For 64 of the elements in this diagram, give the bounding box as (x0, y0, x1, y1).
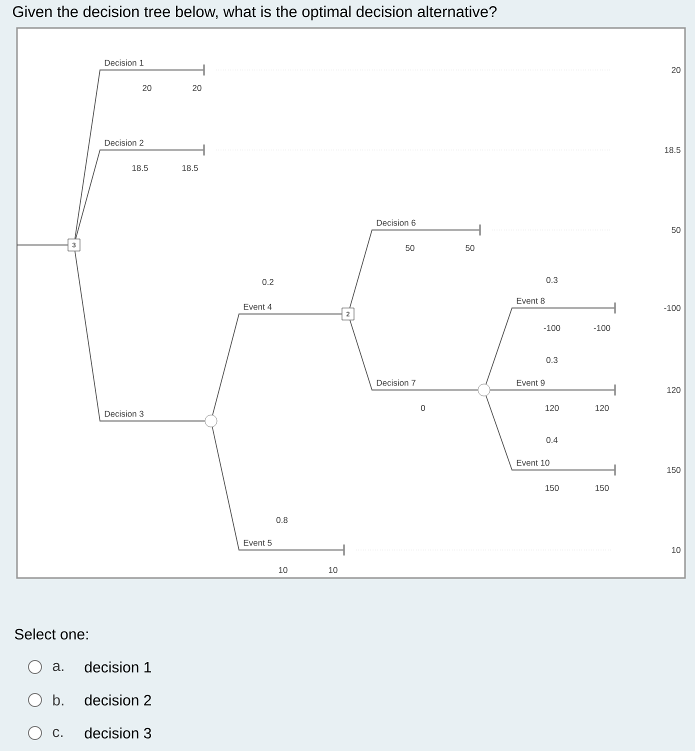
option-text: decision 3 (84, 728, 152, 738)
edge-label: Event 9 (516, 380, 545, 386)
payoff-value: 50 (672, 227, 680, 233)
edge-label: Decision 7 (376, 380, 416, 386)
terminal-marker (614, 464, 616, 476)
branch-line (486, 308, 615, 385)
terminal-marker (479, 224, 481, 236)
edge-label: Decision 2 (104, 140, 144, 146)
option-text: decision 2 (84, 694, 151, 706)
payoff-value: 20 (672, 67, 680, 73)
value-label: 0.2 (262, 279, 274, 285)
branch-line (75, 150, 204, 240)
value-label: 50 (466, 245, 474, 251)
terminal-marker (203, 64, 205, 76)
branch-line (16, 244, 68, 246)
value-label: 0 (420, 405, 426, 411)
option-letter: c. (52, 728, 62, 738)
payoff-value: 10 (672, 547, 680, 553)
edge-label: Event 4 (244, 304, 272, 310)
value-label: -100 (594, 325, 610, 331)
edge-label: Event 8 (516, 298, 545, 304)
value-label: 18.5 (132, 165, 148, 171)
option-letter: b. (53, 694, 64, 706)
value-label: 120 (596, 405, 609, 411)
branch-line (486, 395, 615, 470)
edge-label: Event 5 (244, 540, 272, 546)
value-label: -100 (544, 325, 560, 331)
branch-line (349, 230, 480, 308)
option-letter: a. (52, 662, 64, 672)
branch-line (212, 426, 344, 550)
value-label: 10 (328, 567, 338, 573)
value-label: 150 (546, 485, 559, 491)
edge-label: Decision 1 (104, 60, 144, 66)
terminal-marker (614, 384, 616, 396)
payoff-value: 120 (667, 387, 680, 393)
value-label: 0.3 (546, 357, 558, 363)
value-label: 0.3 (546, 277, 558, 283)
chance-node (478, 384, 490, 396)
value-label: 18.5 (182, 165, 198, 171)
branch-line (74, 250, 206, 422)
branch-line (350, 320, 478, 390)
terminal-marker (614, 302, 616, 314)
chance-node (204, 414, 218, 428)
payoff-value: 150 (667, 467, 680, 473)
option-text: decision 1 (84, 662, 151, 672)
value-label: 0.8 (276, 517, 288, 523)
branch-line (74, 70, 204, 240)
value-label: 50 (406, 245, 414, 251)
title: Given the decision tree below, what is the optimal decision alternative? (12, 6, 497, 20)
payoff-value: 18.5 (664, 147, 680, 153)
value-label: 120 (546, 405, 559, 411)
prompt-text: Select one: (14, 628, 88, 640)
value-label: 0.4 (546, 437, 558, 443)
value-label: 20 (142, 85, 152, 91)
value-label: 150 (596, 485, 609, 491)
edge-label: Decision 3 (104, 410, 144, 417)
edge-label: Decision 6 (376, 220, 416, 226)
payoff-value: -100 (664, 305, 680, 311)
value-label: 10 (278, 567, 288, 573)
branch-line (212, 314, 342, 416)
terminal-marker (203, 144, 205, 156)
value-label: 20 (192, 85, 202, 91)
edge-label: Event 10 (516, 460, 550, 466)
terminal-marker (343, 544, 345, 556)
